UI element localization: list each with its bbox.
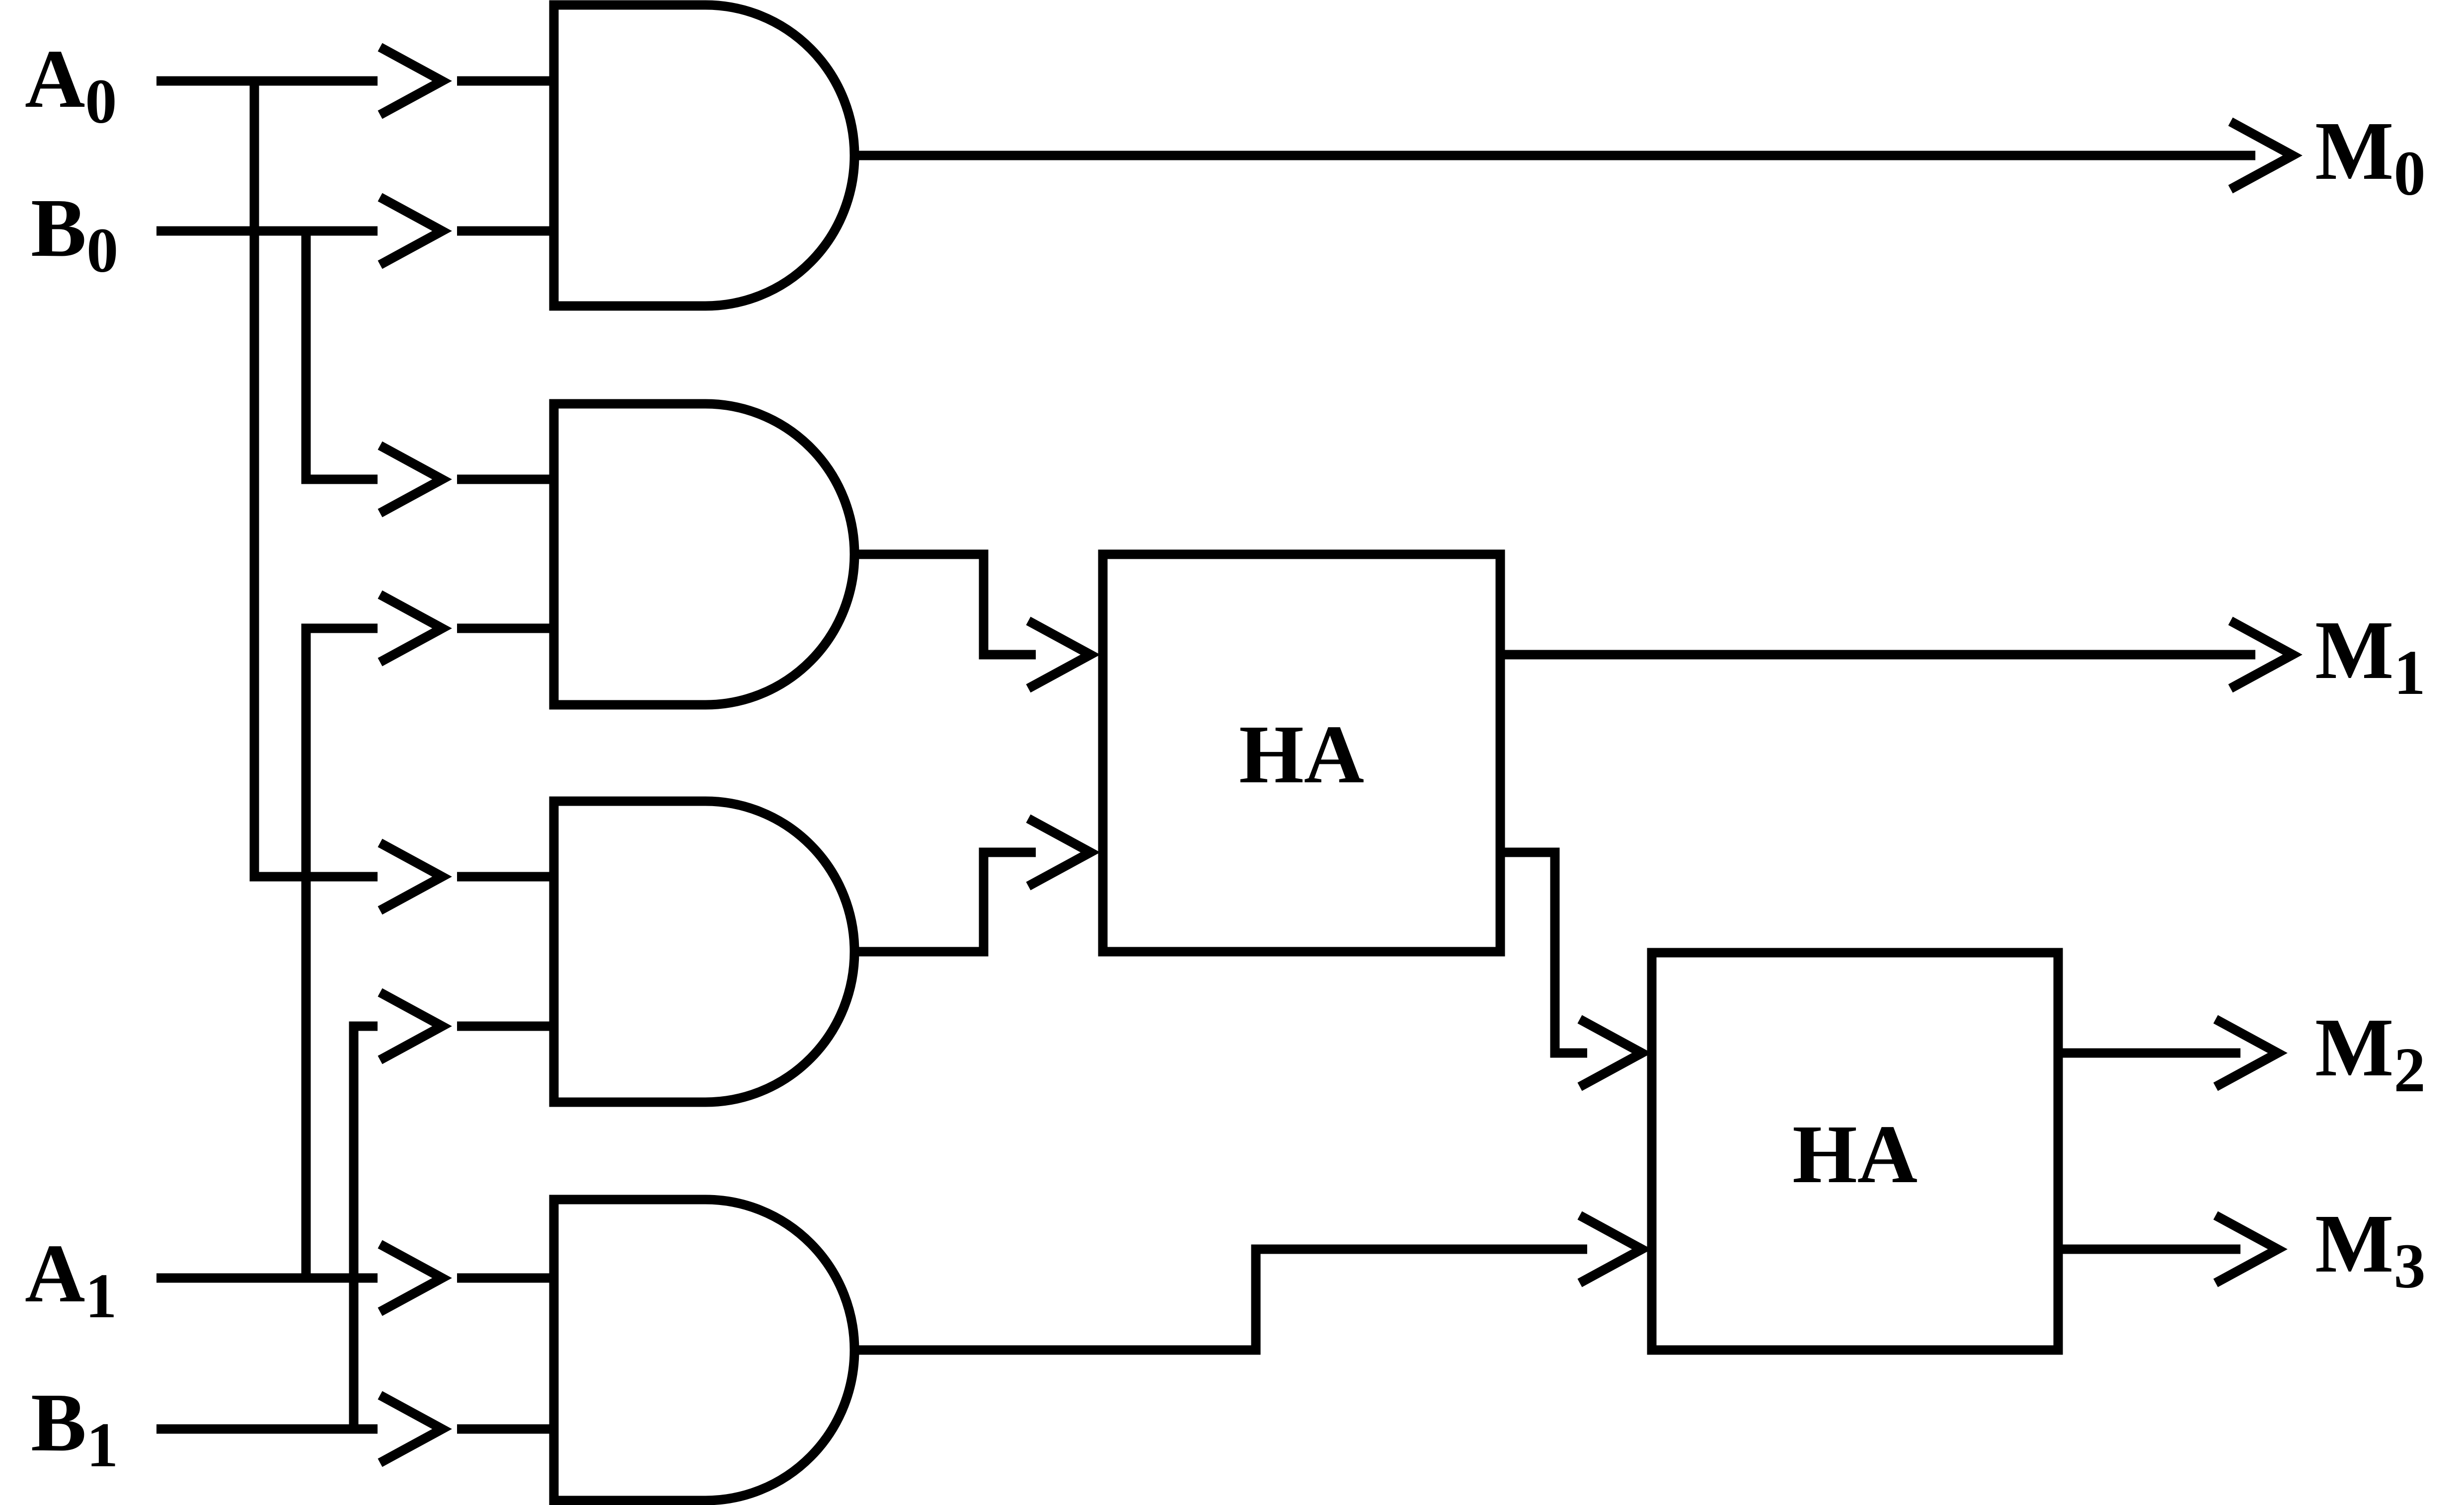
arrow-and4-in1 — [378, 1240, 452, 1316]
label-m2: M2 — [2315, 1001, 2426, 1105]
and-gate-3 — [549, 796, 859, 1107]
and-gate-2 — [549, 399, 859, 710]
half-adder-2 — [1647, 948, 2063, 1355]
arrow-and1-in1 — [378, 43, 452, 119]
label-b1: B1 — [31, 1376, 118, 1480]
arrow-ha2-in1 — [1577, 1015, 1652, 1091]
arrow-ha1-in2 — [1026, 814, 1100, 891]
wire-and2-to-ha1 — [854, 549, 1036, 660]
arrow-m1 — [2228, 616, 2303, 693]
arrow-m0 — [2228, 117, 2303, 194]
and-gates — [549, 0, 859, 1505]
label-m3: M3 — [2315, 1198, 2426, 1301]
input-wires — [156, 76, 378, 1434]
label-m0: M0 — [2315, 105, 2426, 209]
arrow-m2 — [2213, 1015, 2288, 1091]
arrow-ha1-in1 — [1026, 616, 1100, 693]
arrow-and3-in2 — [378, 988, 452, 1064]
wire-a0-tap — [249, 81, 378, 882]
half-adder-2-label: HA — [1792, 1108, 1918, 1201]
arrow-and3-in1 — [378, 838, 452, 915]
gate-output-wires — [854, 150, 2255, 1355]
wire-and3-to-ha1 — [854, 847, 1036, 957]
input-arrowheads — [378, 43, 452, 1467]
wire-b0-tap — [301, 231, 378, 484]
and-gate-1 — [549, 0, 859, 311]
half-adders: HA HA — [1098, 549, 2063, 1355]
label-a1: A1 — [25, 1227, 117, 1331]
ha-input-arrowheads — [1026, 616, 1652, 1287]
arrow-and4-in2 — [378, 1391, 452, 1467]
gate-input-stubs — [457, 76, 554, 1434]
arrow-and1-in2 — [378, 193, 452, 269]
arrow-ha2-in2 — [1577, 1211, 1652, 1287]
arrow-and2-in2 — [378, 590, 452, 667]
label-a0: A0 — [25, 33, 117, 137]
wire-b1-tap — [349, 1021, 378, 1429]
label-m1: M1 — [2315, 604, 2426, 708]
wire-and4-to-ha2 — [854, 1244, 1587, 1355]
output-labels: M0 M1 M2 M3 — [2315, 105, 2426, 1301]
and-gate-4 — [549, 1195, 859, 1505]
wire-ha1-to-ha2 — [1500, 847, 1587, 1058]
input-labels: A0 B0 A1 B1 — [25, 33, 118, 1480]
arrow-m3 — [2213, 1211, 2288, 1287]
label-b0: B0 — [31, 182, 118, 286]
output-arrowheads — [2213, 117, 2303, 1287]
half-adder-1 — [1098, 549, 1505, 957]
arrow-and2-in1 — [378, 441, 452, 518]
half-adder-1-label: HA — [1239, 708, 1364, 801]
wire-a1-tap — [301, 623, 378, 1278]
